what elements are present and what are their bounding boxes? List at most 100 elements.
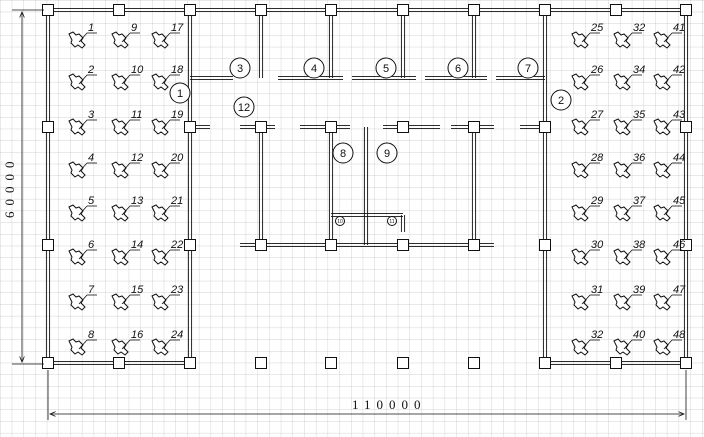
machine-leader xyxy=(623,205,633,216)
column-square xyxy=(680,357,692,369)
machine-leader xyxy=(121,339,131,350)
machine-leader xyxy=(121,74,131,85)
room-12-marker: 12 xyxy=(233,96,255,118)
machine-leader xyxy=(78,249,88,260)
machine-leader xyxy=(161,294,171,305)
machine-leader xyxy=(161,339,171,350)
machine: 35 xyxy=(613,109,646,136)
room-3-marker: 3 xyxy=(229,57,251,79)
column-square xyxy=(610,4,622,16)
dimension-height: 60000 xyxy=(2,9,44,365)
column-square xyxy=(397,357,409,369)
machine-number: 28 xyxy=(590,152,604,164)
machine: 22 xyxy=(151,239,183,266)
machine-number: 19 xyxy=(171,109,183,121)
machine-shape xyxy=(111,204,129,222)
room-number: 11 xyxy=(389,219,394,225)
room-1-marker: 1 xyxy=(169,82,191,104)
machine-number: 21 xyxy=(170,195,183,207)
machine-shape xyxy=(151,293,169,311)
machine: 1 xyxy=(68,22,97,49)
room-number: 10 xyxy=(337,219,343,225)
machine-shape xyxy=(613,248,631,266)
machine-number: 13 xyxy=(131,195,144,207)
column-square xyxy=(255,4,267,16)
room-circle xyxy=(233,96,255,118)
machine: 9 xyxy=(111,22,140,49)
room-circle xyxy=(169,82,191,104)
column-square xyxy=(397,121,409,133)
machine-shape xyxy=(571,161,589,179)
room-circle xyxy=(550,89,572,111)
machine-leader xyxy=(663,162,673,173)
column-square xyxy=(184,121,196,133)
machine-leader xyxy=(623,162,633,173)
room-7-marker: 7 xyxy=(517,57,539,79)
machine: 25 xyxy=(571,22,604,49)
machine-shape xyxy=(151,338,169,356)
machine-number: 8 xyxy=(88,329,95,341)
machine-leader xyxy=(78,294,88,305)
machine-leader xyxy=(663,205,673,216)
column-square xyxy=(255,357,267,369)
machine: 32 xyxy=(571,329,603,356)
machine-shape xyxy=(653,204,671,222)
machine-leader xyxy=(161,74,171,85)
room-number: 3 xyxy=(237,63,243,75)
machine-shape xyxy=(68,73,86,91)
room-circle xyxy=(376,142,398,164)
machine-number: 25 xyxy=(590,22,604,34)
machine: 27 xyxy=(571,109,604,136)
machine: 13 xyxy=(111,195,144,222)
machine-leader xyxy=(78,32,88,43)
machine-number: 31 xyxy=(591,284,603,296)
machine-number: 3 xyxy=(88,109,95,121)
machine-number: 2 xyxy=(87,64,94,76)
machine-shape xyxy=(613,31,631,49)
column-square xyxy=(42,357,54,369)
machine: 41 xyxy=(653,22,685,49)
machine: 39 xyxy=(613,284,645,311)
machine-number: 36 xyxy=(633,152,646,164)
dimension-width: 110000 xyxy=(47,370,687,420)
machine-number: 48 xyxy=(673,329,686,341)
machine-leader xyxy=(663,74,673,85)
machine: 8 xyxy=(68,329,97,356)
machine: 12 xyxy=(111,152,143,179)
machine-number: 45 xyxy=(673,195,686,207)
machine: 21 xyxy=(151,195,183,222)
machine: 3 xyxy=(68,109,97,136)
machine: 48 xyxy=(653,329,686,356)
column-square xyxy=(113,357,125,369)
machine-leader xyxy=(161,162,171,173)
machine-shape xyxy=(151,161,169,179)
machine-number: 32 xyxy=(633,22,645,34)
machine: 6 xyxy=(68,239,97,266)
machine: 32 xyxy=(613,22,645,49)
machine-number: 41 xyxy=(673,22,685,34)
machine-shape xyxy=(151,248,169,266)
machine-leader xyxy=(121,119,131,130)
room-6-marker: 6 xyxy=(447,57,469,79)
machine-shape xyxy=(111,118,129,136)
machine-leader xyxy=(121,249,131,260)
room-9-marker: 9 xyxy=(376,142,398,164)
machine-leader xyxy=(121,205,131,216)
column-square xyxy=(680,121,692,133)
machine: 31 xyxy=(571,284,603,311)
machine-shape xyxy=(571,204,589,222)
machine: 2 xyxy=(68,64,97,91)
height-dimension-label: 60000 xyxy=(2,156,17,219)
machine: 43 xyxy=(653,109,686,136)
machine-number: 14 xyxy=(131,239,143,251)
machine-number: 6 xyxy=(88,239,95,251)
room-circle xyxy=(335,216,345,226)
column-square xyxy=(539,239,551,251)
machine-number: 39 xyxy=(633,284,645,296)
machine-number: 15 xyxy=(131,284,144,296)
column-square xyxy=(610,357,622,369)
machine-number: 20 xyxy=(170,152,184,164)
room-2-marker: 2 xyxy=(550,89,572,111)
